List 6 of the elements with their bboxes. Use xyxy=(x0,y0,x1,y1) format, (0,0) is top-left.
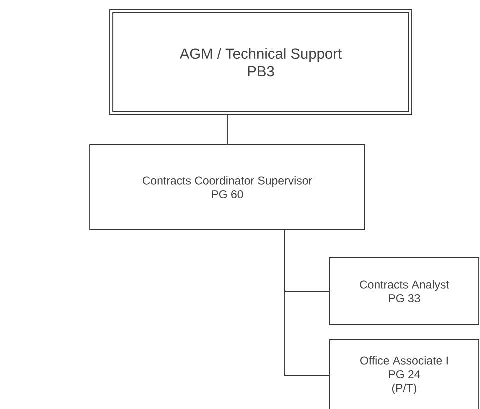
position-box: AGM / Technical Support PB3 xyxy=(110,10,412,116)
position-box: Contracts Coordinator Supervisor PG 60 xyxy=(90,144,366,230)
position-box: Office Associate I PG 24 (P/T) xyxy=(330,340,480,409)
connector-line xyxy=(284,230,330,376)
connector-line xyxy=(227,114,228,145)
position-box: Contracts Analyst PG 33 xyxy=(330,258,480,326)
